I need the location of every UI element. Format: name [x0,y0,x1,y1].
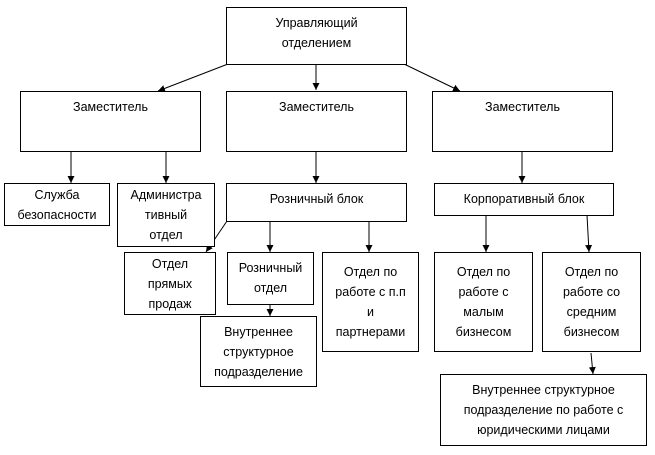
node-retail-block: Розничный блок [226,183,407,222]
node-corporate-block: Корпоративный блок [434,183,614,216]
node-retail-block-label: Розничный блок [269,192,364,206]
node-deputy-right: Заместитель [432,91,613,152]
edge-head-deputy-right [403,63,461,92]
node-retail-dept: Розничный отдел [227,252,314,305]
node-deputy-center-label: Заместитель [279,100,354,114]
node-admin-label: Администра тивный отдел [130,188,202,242]
edge-corporate-block-medium-business [585,214,593,253]
edge-head-deputy-left [157,63,229,92]
node-retail-dept-label: Розничный отдел [238,261,303,295]
node-small-business-label: Отдел по работе с малым бизнесом [455,265,512,339]
node-medium-business: Отдел по работе со средним бизнесом [542,252,641,352]
node-deputy-left: Заместитель [20,91,201,152]
node-deputy-right-label: Заместитель [485,100,560,114]
node-direct-sales-label: Отдел прямых продаж [147,256,193,311]
node-head: Управляющий отделением [226,7,407,65]
node-deputy-left-label: Заместитель [73,100,148,114]
edge-medium-business-internal-legal [588,352,596,375]
node-deputy-center: Заместитель [226,91,407,152]
node-small-business: Отдел по работе с малым бизнесом [434,252,533,352]
node-medium-business-label: Отдел по работе со средним бизнесом [562,265,621,339]
node-internal-retail-label: Внутреннее структурное подразделение [214,324,303,379]
node-head-label: Управляющий отделением [275,16,358,50]
node-direct-sales: Отдел прямых продаж [124,252,216,315]
node-admin: Администра тивный отдел [117,183,215,247]
node-internal-legal-label: Внутреннее структурное подразделение по … [463,383,624,437]
node-partners-dept-label: Отдел по работе с п.п и партнерами [335,265,406,339]
node-security-label: Служба безопасности [17,187,97,222]
node-corporate-block-label: Корпоративный блок [463,192,585,206]
node-internal-retail: Внутреннее структурное подразделение [200,316,317,387]
node-security: Служба безопасности [4,183,110,226]
node-partners-dept: Отдел по работе с п.п и партнерами [322,252,419,352]
node-internal-legal: Внутреннее структурное подразделение по … [440,374,647,446]
